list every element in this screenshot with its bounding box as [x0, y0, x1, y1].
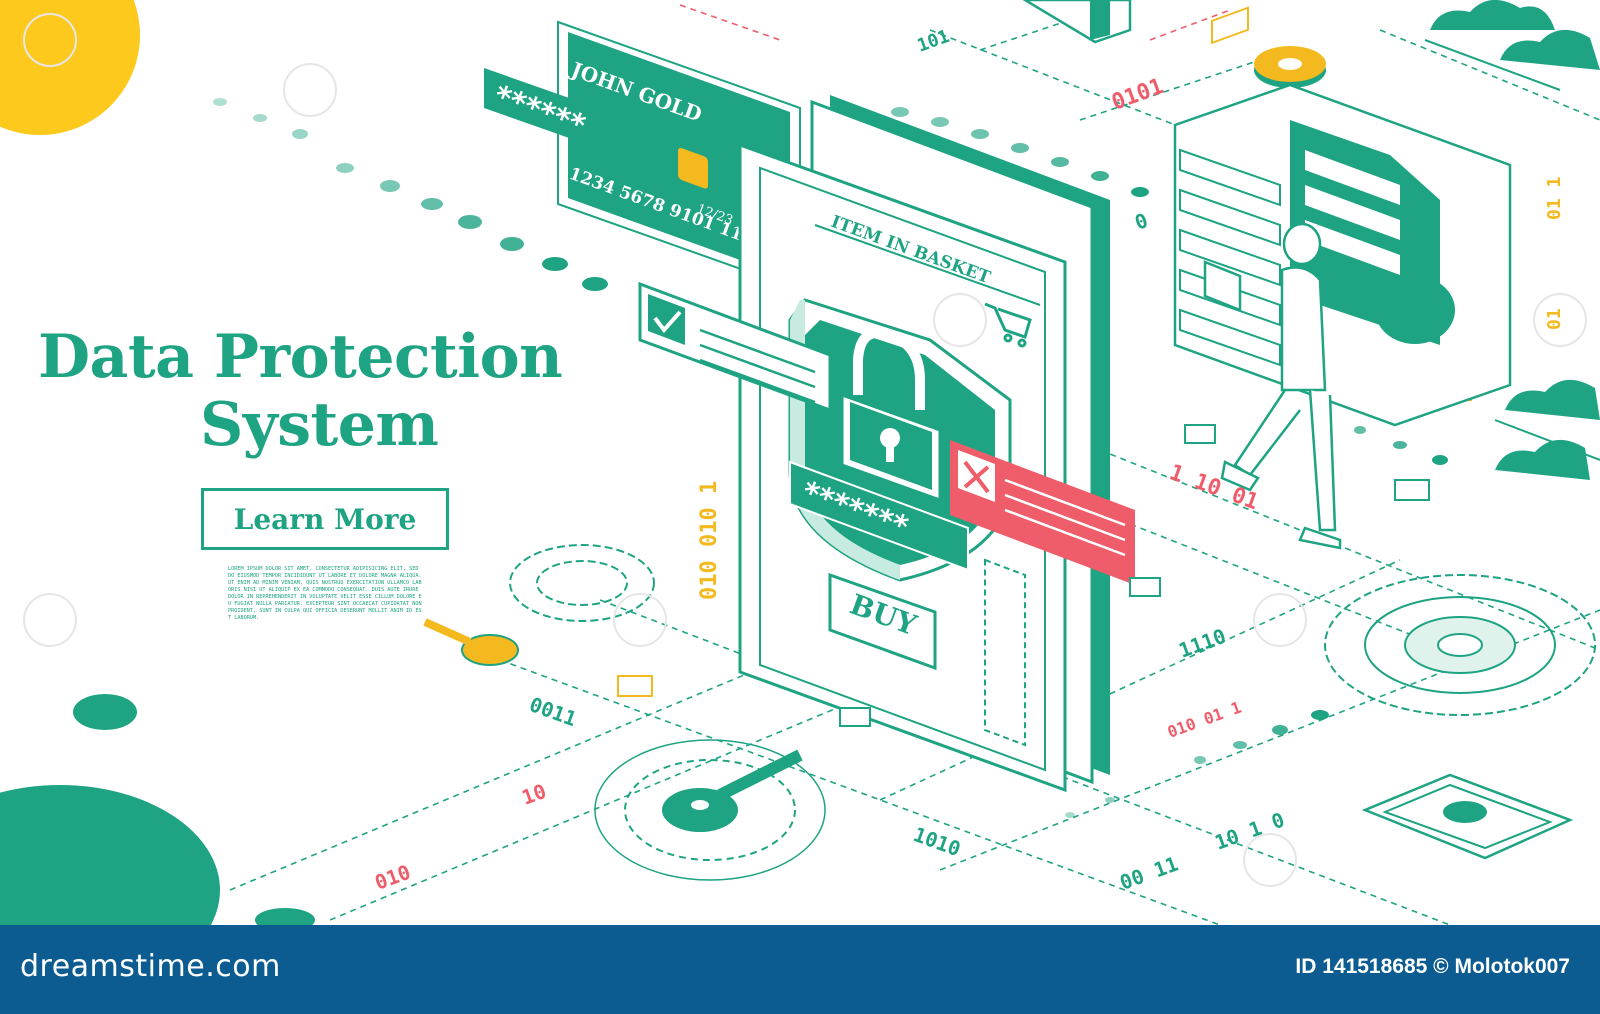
footer-credit: ID 141518685 © Molotok007 [1295, 955, 1570, 978]
sun-shape [0, 0, 140, 135]
smartphone-icon [1361, 773, 1574, 860]
watermark-spiral [23, 63, 1587, 887]
dashed-red-lines [679, 4, 1231, 41]
binary-text: 01 1 [1544, 177, 1565, 220]
watermark-footer: dreamstime.com ID 141518685 © Molotok007 [0, 925, 1600, 1014]
headline-line-1: Data Protection [38, 322, 563, 392]
binary-text: 010 010 1 [697, 481, 722, 600]
blob-shape [73, 694, 137, 730]
cart-icon [984, 302, 1032, 348]
server-icon [1173, 83, 1512, 427]
binary-text: 0011 [526, 692, 579, 731]
person-figure [1203, 222, 1342, 550]
headline-line-2: System [200, 390, 439, 460]
padlock-icon [840, 327, 942, 503]
key-icon [423, 618, 519, 666]
dot-trail [213, 98, 1448, 818]
isometric-illustration: JOHN GOLD 1234 5678 9101 1121 12/23 ****… [0, 0, 1600, 925]
watermark-spiral [23, 13, 77, 67]
cloud-icon [1424, 39, 1600, 461]
footer-logo: dreamstime.com [20, 949, 281, 984]
envelope-icon [839, 424, 1430, 727]
binary-text: 010 [372, 860, 414, 895]
binary-text: 010 01 1 [1165, 698, 1244, 742]
blob-shape [255, 908, 315, 925]
learn-more-button[interactable]: Learn More [201, 488, 449, 550]
gear-icon [1254, 46, 1326, 88]
lorem-text: Lorem ipsum dolor sit amet, consectetur … [228, 566, 422, 621]
binary-text: 1110 [1176, 624, 1229, 663]
blob-shape [0, 785, 220, 925]
binary-text: 101 [915, 26, 953, 57]
error-icon [950, 440, 1135, 585]
binary-text: 01 [1544, 308, 1565, 330]
binary-text: 0 [1132, 208, 1152, 235]
cloud-icon [1430, 0, 1600, 480]
key-icon [594, 739, 826, 881]
checkbox-icon [638, 281, 832, 413]
binary-text: 0101 [1109, 74, 1167, 116]
gear-icon [509, 544, 655, 622]
binary-text: 00 11 [1117, 852, 1182, 895]
binary-text: 10 [519, 779, 550, 810]
monitor-icon [1022, 0, 1132, 44]
gear-icon [1324, 574, 1596, 716]
card-password-field [484, 68, 660, 170]
shield-password-field [789, 460, 969, 572]
